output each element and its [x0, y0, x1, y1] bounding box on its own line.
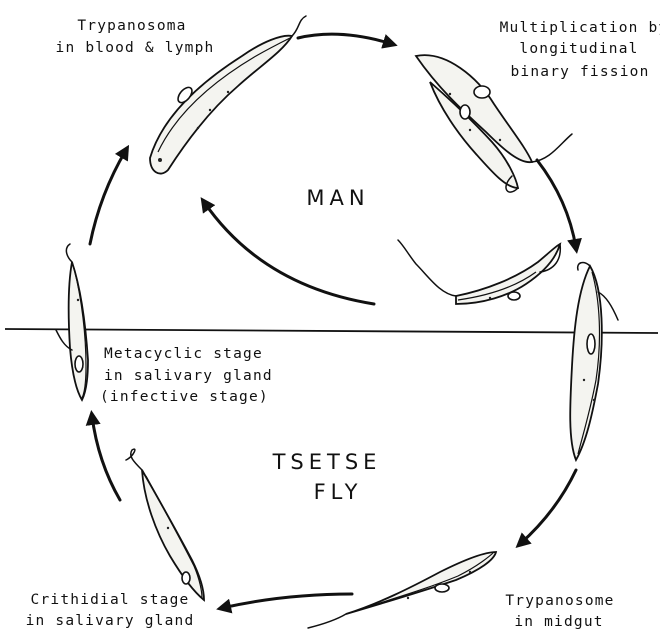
trypanosome-bottom-midgut-illustration [308, 552, 496, 628]
stage-label-blood-line1: Trypanosoma [77, 18, 186, 34]
stage-label-metacyclic-line1: Metacyclic stage [104, 346, 263, 362]
stage-label-metacyclic-line2: in salivary gland [104, 368, 273, 384]
arrow-midgut-to-crithidial [222, 594, 352, 608]
host-label-tsetse: TSETSE [272, 450, 382, 474]
host-label-man: MAN [306, 186, 369, 210]
arrow-crithidial-to-metacyclic [92, 416, 120, 500]
stage-label-midgut-line2: in midgut [514, 614, 603, 630]
arrow-metacyclic-to-blood [90, 150, 126, 244]
arrow-midgut-to-bottom [520, 470, 576, 544]
crithidia-illustration [126, 449, 204, 600]
stage-label-fission-line2: longitudinal [519, 41, 638, 57]
arrow-blood-to-fission [298, 34, 392, 44]
stage-label-fission-line3: binary fission [510, 64, 649, 80]
arrow-inner-return [204, 202, 374, 304]
stage-label-metacyclic-line3: (infective stage) [100, 389, 269, 405]
stage-label-crithidial-line2: in salivary gland [26, 613, 195, 629]
trypanosome-midgut-illustration [570, 263, 618, 460]
trypanosome-man-blood-illustration [398, 240, 560, 304]
stage-label-fission-line1: Multiplication by [500, 20, 660, 36]
stage-label-blood-line2: in blood & lymph [56, 40, 215, 56]
metacyclic-trypanosome-illustration [56, 244, 88, 400]
arrow-fission-to-man-blood [537, 160, 576, 248]
stage-label-midgut-line1: Trypanosome [505, 593, 614, 609]
stage-label-crithidial-line1: Crithidial stage [31, 592, 190, 608]
host-label-fly: FLY [314, 480, 363, 504]
host-divider-line [5, 329, 658, 333]
